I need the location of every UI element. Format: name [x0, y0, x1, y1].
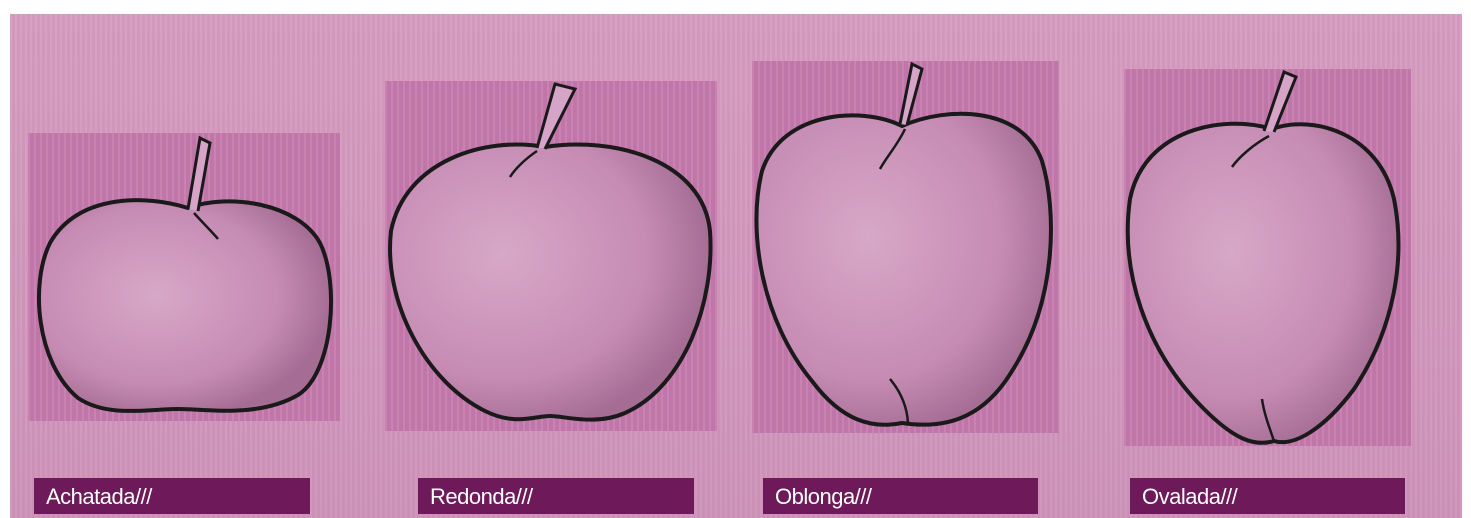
apple-panel-oblonga [752, 61, 1059, 433]
apple-panel-achatada [28, 133, 340, 421]
apple-stem-oblonga [900, 64, 922, 125]
achatada-apple-illustration [28, 133, 340, 421]
redonda-apple-illustration [385, 81, 717, 431]
apple-stem-redonda [537, 84, 575, 149]
apple-body-ovalada [1128, 124, 1399, 443]
apple-stem-achatada [188, 138, 210, 211]
label-ovalada: Ovalada/// [1130, 478, 1405, 514]
label-oblonga: Oblonga/// [763, 478, 1038, 514]
apple-panel-redonda [385, 81, 717, 431]
apple-body-oblonga [756, 114, 1051, 425]
label-achatada: Achatada/// [34, 478, 310, 514]
apple-body-redonda [390, 145, 711, 420]
apple-panel-ovalada [1124, 69, 1411, 446]
apple-body-achatada [39, 200, 331, 411]
label-redonda: Redonda/// [418, 478, 694, 514]
ovalada-apple-illustration [1124, 69, 1411, 446]
oblonga-apple-illustration [752, 61, 1059, 433]
